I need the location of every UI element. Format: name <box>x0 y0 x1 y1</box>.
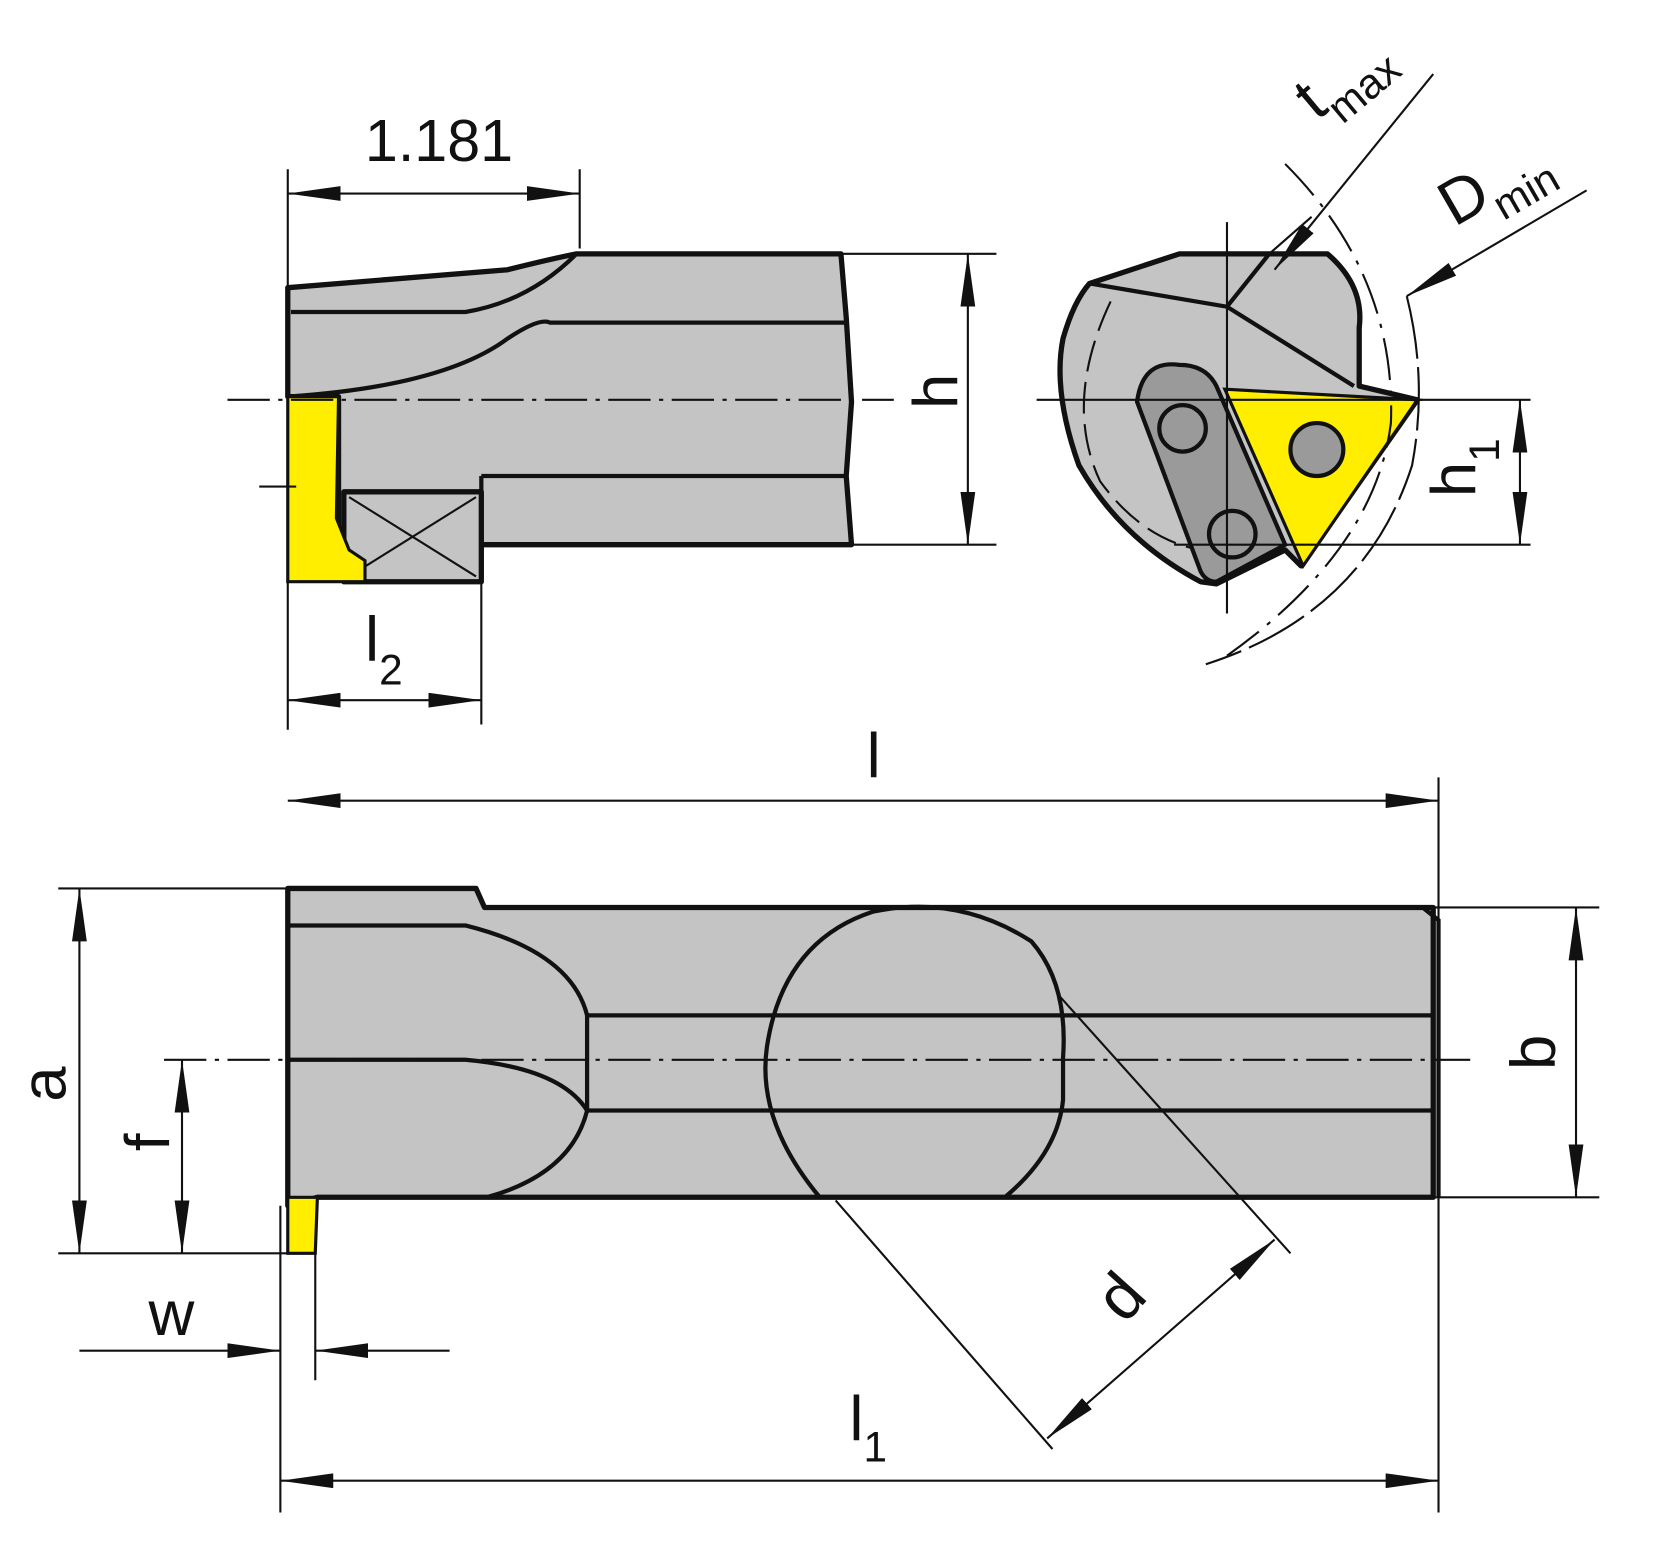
dim-h-label: h <box>901 374 971 409</box>
dim-l2-label: l2 <box>365 605 403 693</box>
dim-l1: l1 <box>280 1385 1439 1489</box>
dim-tmax: tmax <box>1268 16 1435 271</box>
screw-icon <box>1157 402 1208 454</box>
dim-f: f <box>113 1059 190 1254</box>
screw-icon <box>1288 420 1346 479</box>
dim-b-label: b <box>1499 1035 1569 1070</box>
dim-a-label: a <box>10 1066 80 1102</box>
plan-view <box>164 885 1471 1255</box>
end-view <box>1036 163 1423 666</box>
dim-dmin-label: Dmin <box>1426 122 1567 252</box>
dim-1181: 1.181 <box>286 107 581 730</box>
side-view <box>227 251 894 585</box>
dim-tmax-label: tmax <box>1281 16 1410 143</box>
dim-l2: l2 <box>287 581 483 725</box>
dim-h1: h1 <box>1174 398 1531 546</box>
dim-w-label: w <box>148 1279 195 1349</box>
dim-h1-label: h1 <box>1420 438 1508 497</box>
dim-f-label: f <box>113 1133 183 1151</box>
screw-icon <box>1206 508 1258 560</box>
dim-w: w <box>79 1205 450 1513</box>
dim-l-label: l <box>867 721 881 791</box>
dim-a: a <box>10 887 477 1255</box>
dim-d-label: d <box>1081 1258 1160 1334</box>
dim-b: b <box>1433 906 1600 1199</box>
dim-l1-label: l1 <box>849 1385 887 1471</box>
dim-l: l <box>287 721 1440 1513</box>
dim-1181-label: 1.181 <box>365 107 513 174</box>
dim-dmin: Dmin <box>1406 122 1588 298</box>
dim-h: h <box>840 252 997 546</box>
